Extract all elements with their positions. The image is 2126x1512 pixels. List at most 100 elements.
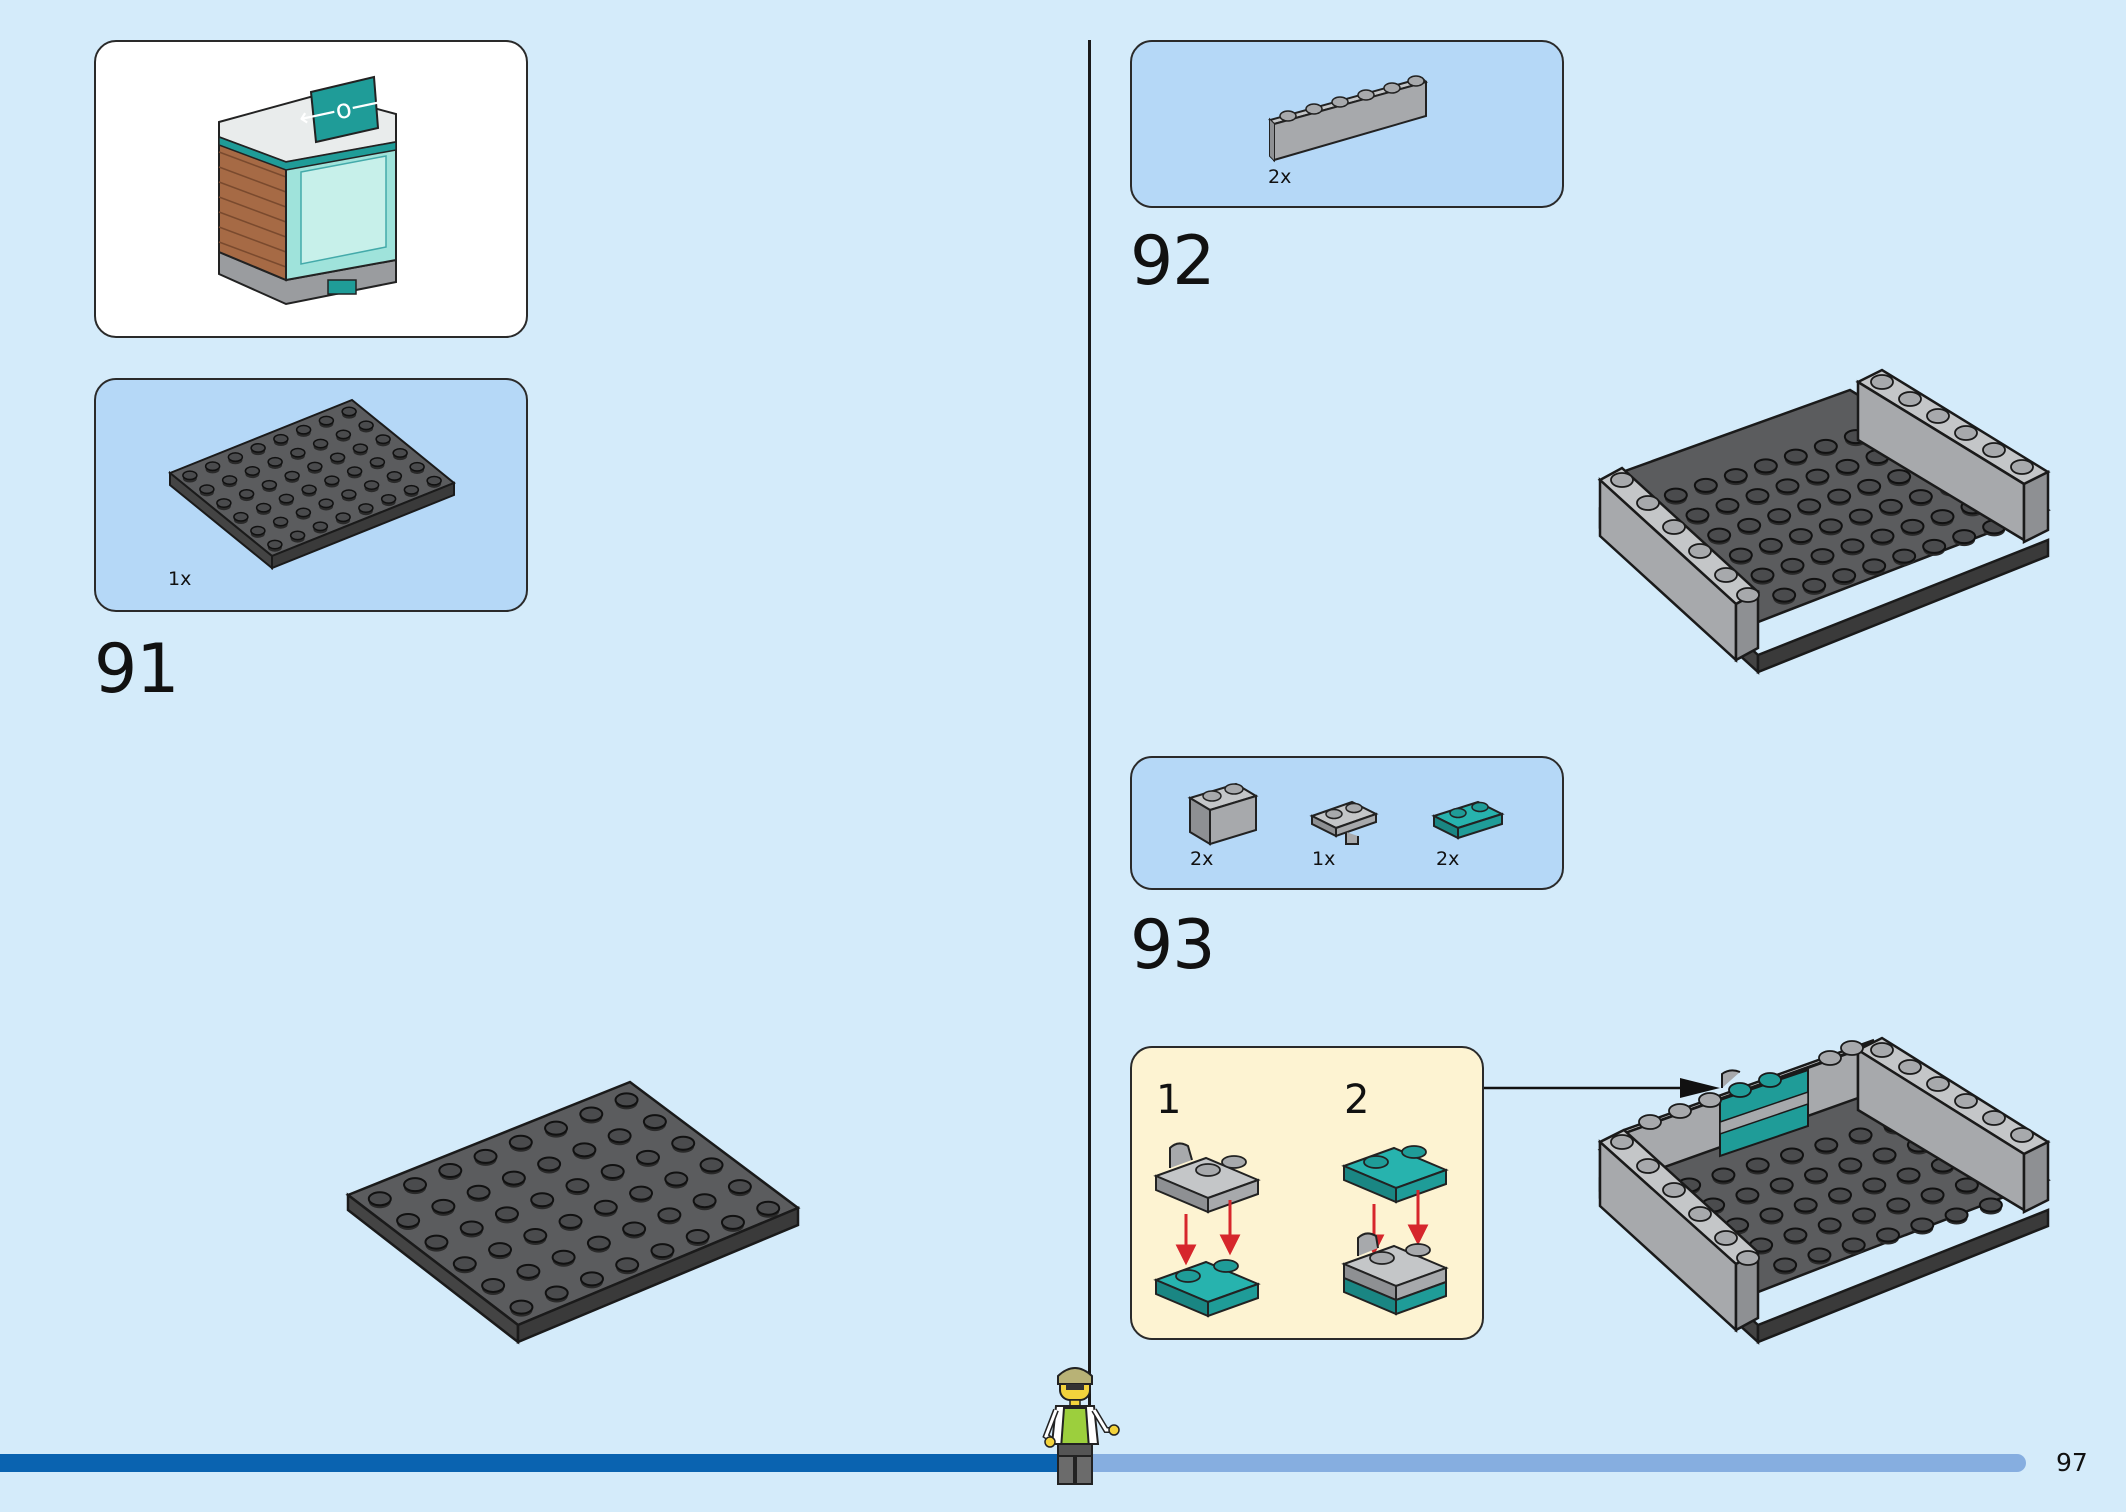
stud bbox=[1886, 1197, 1911, 1213]
stud bbox=[685, 1228, 710, 1244]
stud bbox=[1804, 1167, 1828, 1183]
stud bbox=[642, 1114, 667, 1130]
part-qty: 2x bbox=[1268, 166, 1292, 188]
stud bbox=[1896, 1167, 1921, 1183]
stud bbox=[335, 512, 351, 523]
stud bbox=[1773, 1257, 1798, 1273]
stud bbox=[473, 1148, 498, 1164]
part-qty: 1x bbox=[1312, 848, 1336, 870]
stud bbox=[1753, 458, 1778, 474]
stud bbox=[1758, 537, 1783, 553]
stud bbox=[488, 1242, 513, 1258]
stud bbox=[1783, 448, 1808, 464]
stud bbox=[238, 488, 255, 499]
stud bbox=[1685, 507, 1710, 523]
stud bbox=[1848, 508, 1873, 524]
stud bbox=[1769, 1177, 1794, 1193]
stud bbox=[1728, 547, 1753, 563]
stud bbox=[664, 1171, 689, 1187]
station-building-illustration: ⟵o⟶ bbox=[218, 75, 397, 306]
stud bbox=[431, 1198, 456, 1214]
stud bbox=[558, 1213, 583, 1229]
stud bbox=[1876, 1227, 1900, 1243]
stud bbox=[1828, 1187, 1852, 1203]
stud bbox=[438, 1163, 463, 1179]
stud bbox=[1944, 1207, 1969, 1223]
stud bbox=[312, 438, 329, 449]
stud bbox=[409, 461, 425, 472]
stud bbox=[635, 1149, 660, 1165]
subassembly-illustration bbox=[1153, 1142, 1449, 1318]
part-qty: 2x bbox=[1436, 848, 1460, 870]
stud bbox=[1711, 1167, 1736, 1183]
stud bbox=[335, 429, 352, 440]
stud bbox=[346, 466, 363, 477]
stud bbox=[1848, 1127, 1873, 1143]
stud bbox=[267, 456, 283, 467]
stud bbox=[466, 1184, 491, 1200]
part-qty: 2x bbox=[1190, 848, 1214, 870]
step-number-93: 93 bbox=[1130, 906, 1216, 985]
page-number: 97 bbox=[2056, 1448, 2088, 1477]
stud bbox=[380, 493, 397, 504]
stud bbox=[720, 1214, 745, 1230]
stud bbox=[1807, 1247, 1832, 1263]
stud bbox=[1838, 1157, 1863, 1173]
footer-progress-bar-dark bbox=[0, 1454, 1080, 1472]
stud bbox=[1793, 1197, 1818, 1213]
stud bbox=[261, 479, 278, 490]
stud bbox=[426, 475, 442, 486]
stud bbox=[579, 1106, 604, 1122]
stud bbox=[1663, 487, 1688, 503]
stud bbox=[494, 1206, 519, 1222]
stud bbox=[1887, 469, 1912, 485]
stud bbox=[396, 1212, 421, 1228]
stud bbox=[572, 1142, 597, 1158]
stud bbox=[537, 1156, 562, 1172]
stud bbox=[295, 424, 312, 435]
stud bbox=[523, 1228, 548, 1244]
stud bbox=[204, 461, 221, 472]
stud bbox=[1878, 498, 1903, 514]
stud bbox=[1870, 528, 1895, 544]
stud bbox=[727, 1179, 752, 1195]
stud bbox=[386, 470, 403, 481]
stud bbox=[1735, 1187, 1760, 1203]
stud bbox=[1693, 477, 1718, 493]
stud bbox=[756, 1200, 781, 1216]
stud bbox=[1797, 498, 1822, 514]
step-92-parts-box: 2x bbox=[1130, 40, 1564, 208]
stud bbox=[516, 1263, 541, 1279]
stud bbox=[341, 489, 357, 500]
stud bbox=[284, 470, 300, 481]
stud bbox=[289, 530, 306, 541]
stud bbox=[227, 452, 244, 463]
stud bbox=[1783, 1227, 1808, 1243]
stud bbox=[324, 475, 340, 486]
step-92-assembly-illustration bbox=[1597, 368, 2051, 675]
stud bbox=[509, 1299, 534, 1315]
stud bbox=[607, 1128, 632, 1144]
step-93-subassembly-box: 1 2 bbox=[1130, 1046, 1484, 1340]
stud bbox=[329, 452, 346, 463]
stud bbox=[1802, 577, 1827, 593]
stud bbox=[403, 1177, 428, 1193]
stud bbox=[565, 1178, 590, 1194]
stud bbox=[221, 475, 238, 486]
stud bbox=[278, 493, 295, 504]
stud bbox=[614, 1092, 639, 1108]
stud bbox=[199, 484, 215, 495]
stud bbox=[267, 539, 283, 550]
stud bbox=[593, 1199, 618, 1215]
stud bbox=[290, 447, 306, 458]
stud bbox=[352, 443, 369, 454]
stud bbox=[1862, 558, 1887, 574]
stud bbox=[250, 525, 266, 536]
stud bbox=[244, 465, 261, 476]
stud bbox=[501, 1170, 526, 1186]
stud bbox=[1750, 567, 1775, 583]
stud bbox=[182, 470, 198, 481]
stud bbox=[622, 1221, 647, 1237]
footer-progress-bar-light bbox=[1080, 1454, 2026, 1472]
stud bbox=[1745, 488, 1770, 504]
